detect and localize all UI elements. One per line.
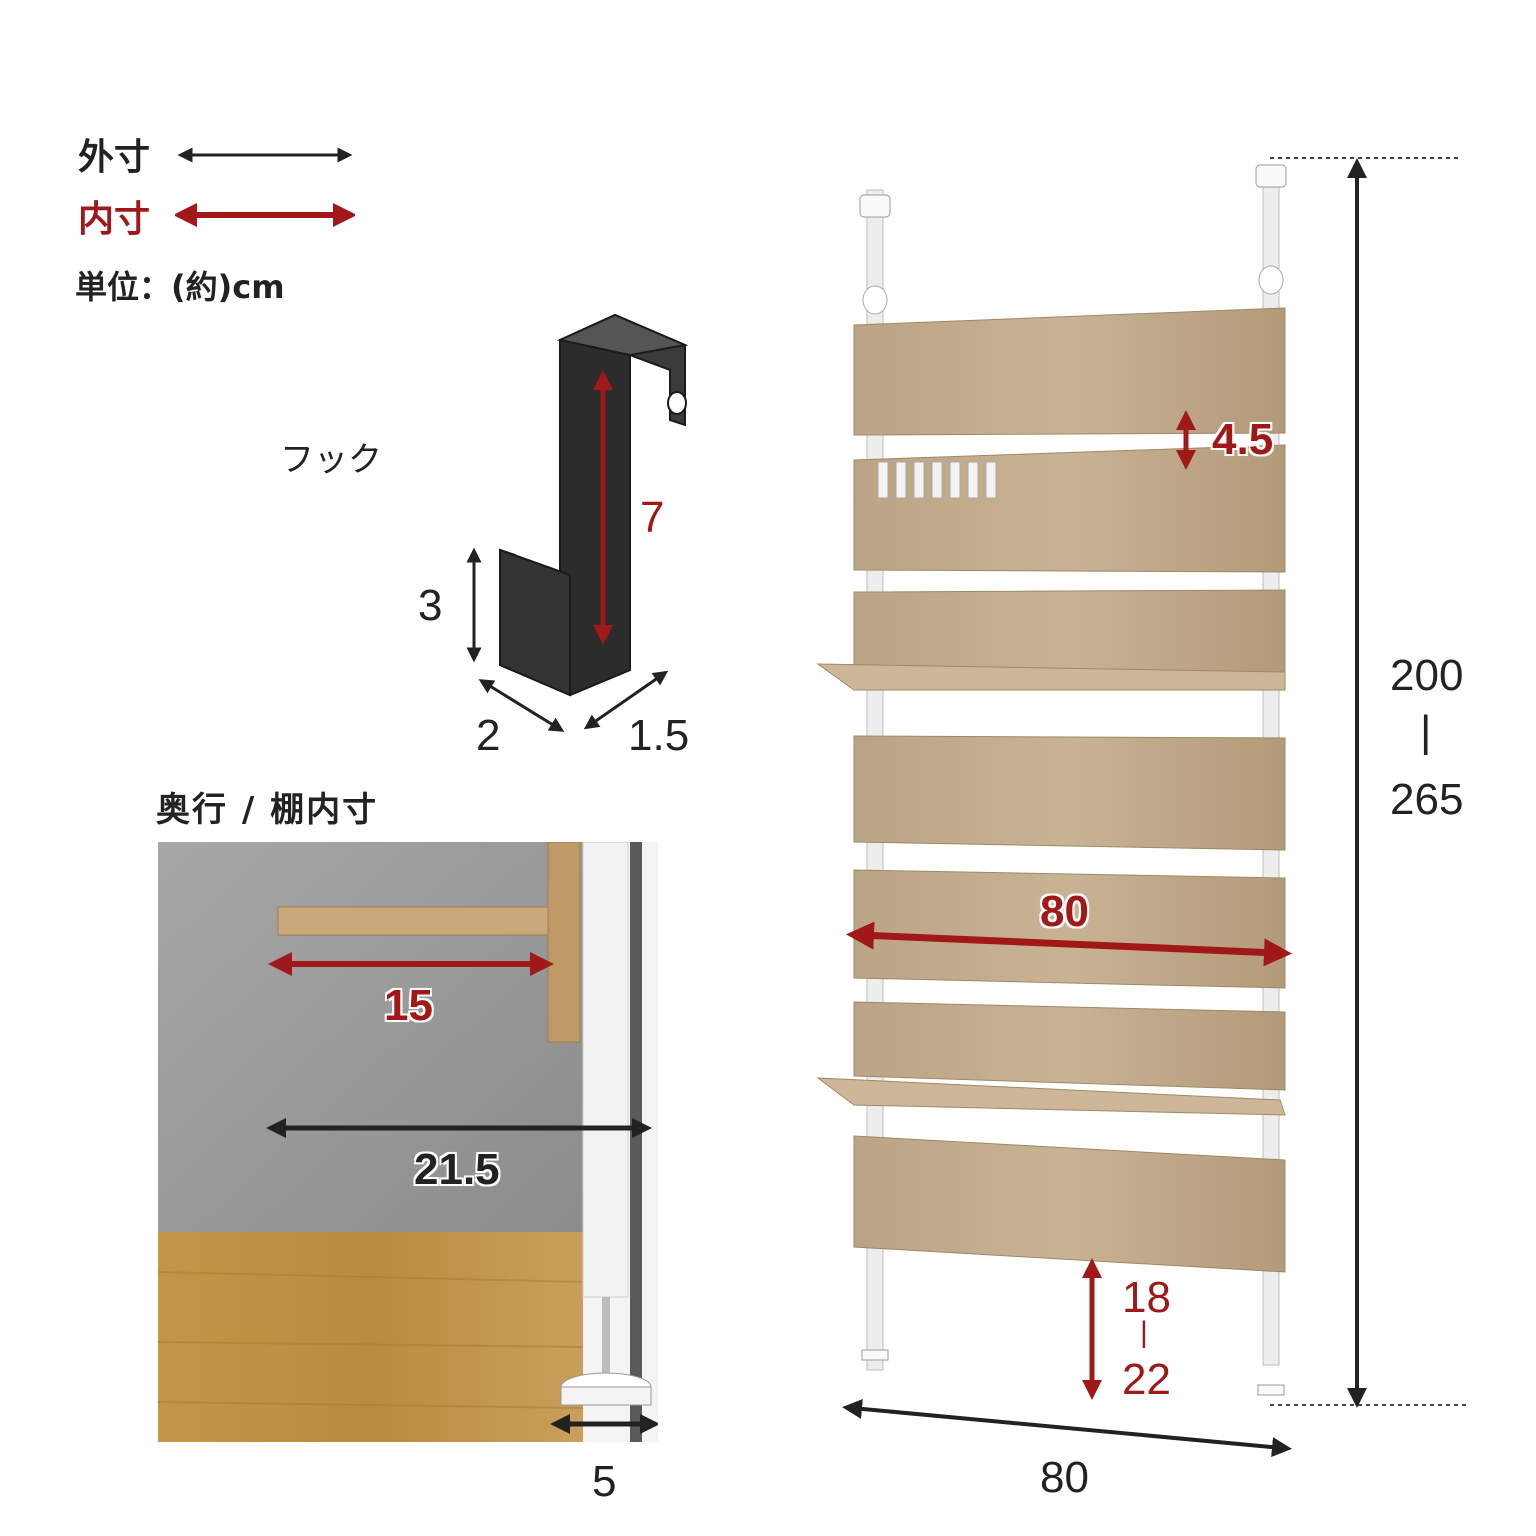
hook-depth-value: 1.5 bbox=[628, 711, 690, 760]
panel-4 bbox=[853, 735, 1286, 851]
depth-pole bbox=[582, 842, 629, 1298]
height-separator: | bbox=[1420, 707, 1432, 756]
height-max-value: 265 bbox=[1390, 775, 1464, 824]
panel-3 bbox=[853, 589, 1286, 673]
depth-back-panel bbox=[547, 842, 581, 1043]
panel-2 bbox=[853, 444, 1286, 573]
panel-width-value: 80 bbox=[1040, 887, 1089, 936]
shelf-tray-2 bbox=[816, 1077, 1286, 1116]
depth-photo bbox=[158, 842, 658, 1442]
outer-dimension-label: 外寸 bbox=[78, 137, 151, 178]
hook-height-value: 7 bbox=[640, 493, 665, 542]
floor bbox=[158, 1232, 583, 1442]
hook-title: フック bbox=[280, 440, 382, 480]
bottom-gap-min-value: 18 bbox=[1122, 1273, 1171, 1322]
outer-dimension-arrow bbox=[177, 147, 353, 163]
depth-section-title: 奥行 / 棚内寸 bbox=[156, 790, 379, 830]
total-width-value: 80 bbox=[1040, 1453, 1089, 1502]
total-depth-value: 21.5 bbox=[414, 1145, 500, 1194]
depth-shelf bbox=[277, 906, 549, 936]
hook-width-arrow bbox=[478, 679, 565, 732]
hook-depth-arrow bbox=[583, 670, 669, 730]
total-width-arrow bbox=[842, 1398, 1292, 1458]
hook-illustration bbox=[466, 313, 689, 732]
key-hooks bbox=[877, 461, 997, 499]
panel-6 bbox=[853, 1001, 1286, 1091]
panel-7 bbox=[853, 1135, 1286, 1273]
shelf-unit-illustration bbox=[816, 157, 1470, 1458]
hook-width-value: 2 bbox=[476, 711, 501, 760]
inner-dimension-label: 内寸 bbox=[78, 199, 151, 240]
inner-dimension-arrow bbox=[175, 203, 355, 227]
shelf-tray-1 bbox=[816, 663, 1286, 691]
panel-1 bbox=[853, 307, 1286, 436]
bottom-gap-max-value: 22 bbox=[1122, 1355, 1171, 1404]
height-min-value: 200 bbox=[1390, 651, 1464, 700]
wall bbox=[158, 842, 583, 1232]
shelf-inner-depth-value: 15 bbox=[384, 981, 433, 1030]
unit-label: 単位：(約)cm bbox=[75, 268, 285, 306]
foot-depth-value: 5 bbox=[592, 1457, 617, 1506]
panel-gap-value: 4.5 bbox=[1212, 415, 1274, 464]
panel-width-arrow bbox=[846, 921, 1292, 967]
hook-lip-value: 3 bbox=[418, 581, 443, 630]
bottom-gap-separator: | bbox=[1140, 1316, 1148, 1349]
